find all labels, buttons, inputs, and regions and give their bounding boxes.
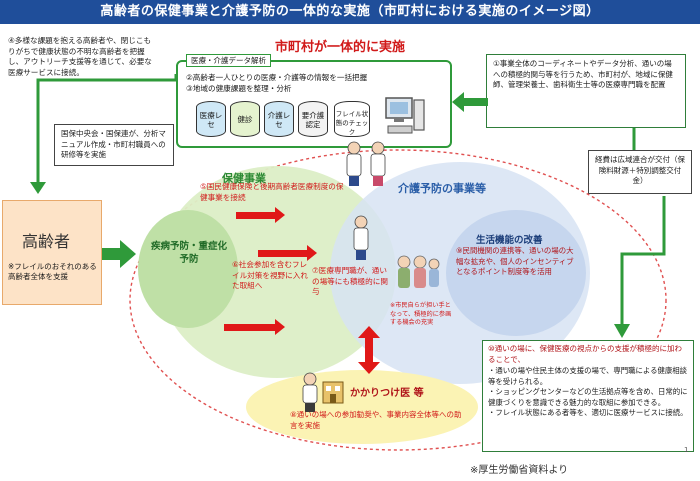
arrow-outreach xyxy=(30,70,180,200)
db-care-receipt: 介護レセ xyxy=(264,101,294,137)
red-arrow-2 xyxy=(258,245,317,261)
step-10-head: ⑩通いの場に、保健医療の視点からの支援が積極的に加わることで、 xyxy=(488,344,682,364)
red-double-arrow xyxy=(358,326,380,378)
elderly-box xyxy=(2,200,102,305)
note-4: ④多様な課題を抱える高齢者や、閉じこもりがちで健康状態の不明な高齢者を把握し、ア… xyxy=(8,36,152,77)
red-arrow-3 xyxy=(224,319,285,335)
db-care-certification: 要介護認定 xyxy=(298,101,328,137)
db-medical-receipt: 医療レセ xyxy=(196,101,226,137)
resident-note: ※市民自らが担い手となって、積極的に参画する機会の充実 xyxy=(390,302,452,326)
red-arrow-1 xyxy=(236,207,285,223)
step-10-item: ・通いの場や住民主体の支援の場で、専門職による健康相談等を受けられる。 xyxy=(488,366,688,386)
arrow-coordinate xyxy=(452,92,488,116)
elderly-title: 高齢者 xyxy=(22,232,71,251)
care-prevention-label: 介護予防の事業等 xyxy=(398,182,486,195)
elderly-group-icon xyxy=(394,252,444,304)
source-note: ※厚生労働省資料より xyxy=(470,465,569,476)
step-7: ⑦医療専門職が、通いの場等にも積極的に関与 xyxy=(312,266,388,296)
elderly-note: ※フレイルのおそれのある高齢者全体を支援 xyxy=(8,262,97,281)
db-frail-check: フレイル状態のチェック xyxy=(334,101,370,137)
step-5: ⑤国民健康保険と後期高齢者医療制度の保健事業を接続 xyxy=(200,182,344,202)
doctor-icon xyxy=(300,372,320,416)
page-number: 1 xyxy=(684,446,689,454)
disease-prevention-circle xyxy=(138,210,238,328)
health-staff-icon xyxy=(342,138,392,192)
municipality-heading: 市町村が一体的に実施 xyxy=(275,40,406,55)
central-note: 国保中央会・国保連が、分析マニュアル作成・市町村職員への研修等を実施 xyxy=(54,124,174,166)
step-10-item: ・ショッピングセンターなどの生活拠点等を含め、日常的に健康づくりを意識できる魅力… xyxy=(488,387,688,407)
disease-prevention-label: 疾病予防・重症化予防 xyxy=(150,241,227,265)
family-doctor-label: かかりつけ医 等 xyxy=(350,388,424,399)
computer-icon xyxy=(384,96,440,144)
step-8: ⑧通いの場への参加勧奨や、事業内容全体等への助言を実施 xyxy=(290,410,462,430)
municipality-dotted-circle xyxy=(122,142,682,462)
note-1: ①事業全体のコーディネートやデータ分析、通いの場への積極的関与等を行うため、市町… xyxy=(486,54,686,128)
step-10-item: ・フレイル状態にある者等を、適切に医療サービスに接続。 xyxy=(488,408,688,417)
db-checkup: 健診 xyxy=(230,101,260,137)
family-doctor-ellipse xyxy=(246,370,478,444)
step-6: ⑥社会参加を含むフレイル対策を視野に入れた取組へ xyxy=(232,260,308,290)
health-program-label: 保健事業 xyxy=(222,172,266,185)
cost-note: 経費は広域連合が交付（保険料財源＋特別調整交付金） xyxy=(588,150,692,194)
step-2: ②高齢者一人ひとりの医療・介護等の情報を一括把握 xyxy=(186,73,368,82)
arrow-cost xyxy=(626,128,642,156)
data-analysis-tab: 医療・介護データ解析 xyxy=(186,54,271,67)
professional-icon xyxy=(350,214,372,264)
life-function-circle xyxy=(446,210,586,336)
life-function-label: 生活機能の改善 xyxy=(476,235,543,246)
page-title: 高齢者の保健事業と介護予防の一体的な実施（市町村における実施のイメージ図） xyxy=(0,0,700,24)
step-9: ⑨民間機関の連携等、通いの場の大幅な拡充や、個人のインセンティブとなるポイント制… xyxy=(456,246,574,276)
step-10-box: ⑩通いの場に、保健医療の視点からの支援が積極的に加わることで、 ・通いの場や住民… xyxy=(482,340,694,452)
arrow-to-step10 xyxy=(556,196,676,350)
arrow-to-program xyxy=(102,240,136,272)
step-3: ③地域の健康課題を整理・分析 xyxy=(186,84,292,93)
clinic-icon xyxy=(322,378,344,408)
